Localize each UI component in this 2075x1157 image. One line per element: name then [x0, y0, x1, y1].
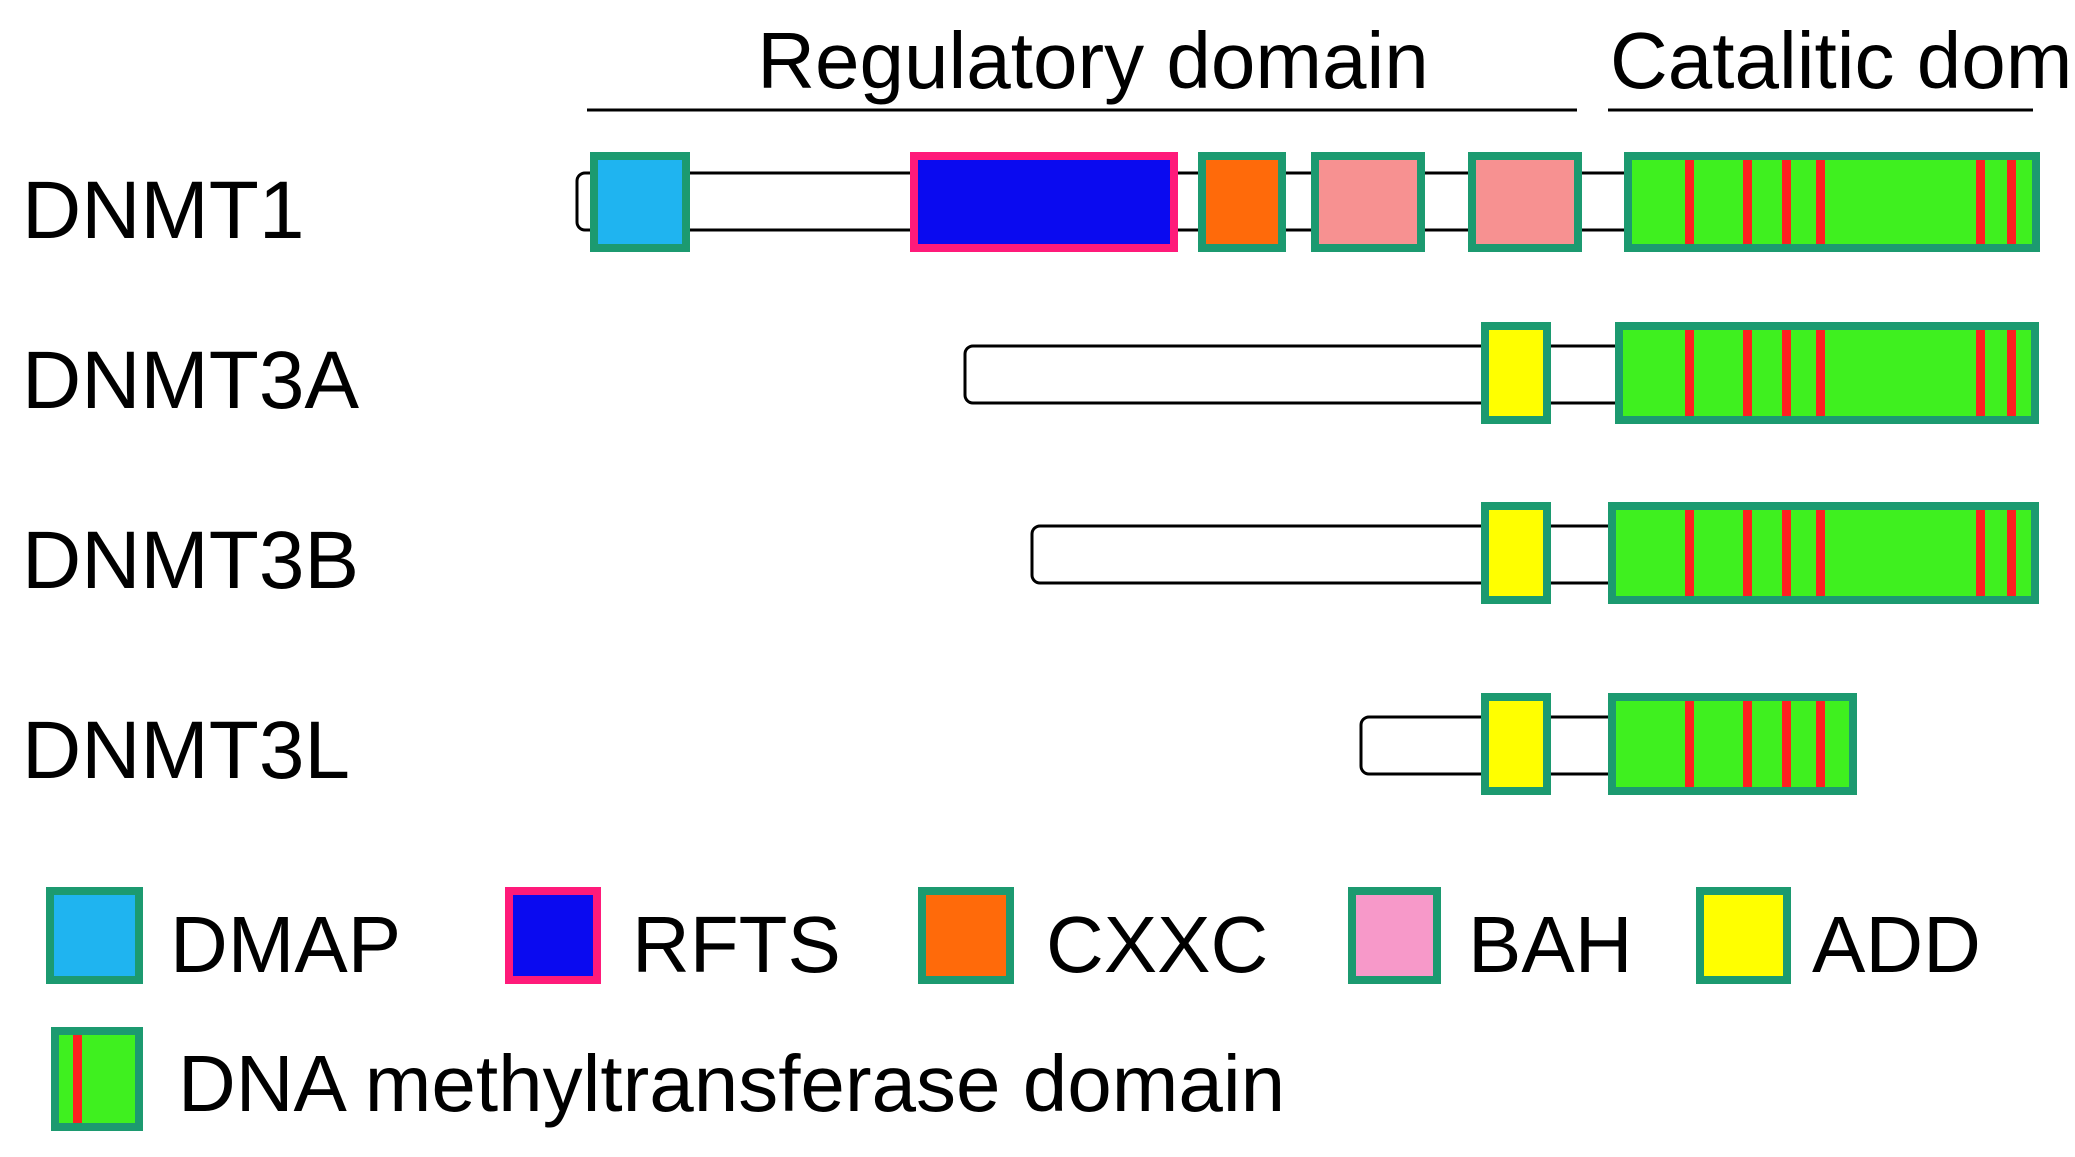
- motif-mark: [1976, 160, 1985, 244]
- add-domain: [1481, 502, 1551, 604]
- motif-mark: [1685, 160, 1694, 244]
- motif-mark: [1976, 510, 1985, 596]
- motif-mark: [2007, 160, 2016, 244]
- motif-mark: [1782, 330, 1791, 416]
- legend-label-bah: BAH: [1468, 900, 1633, 989]
- legend-swatch-cxxc: [918, 887, 1014, 984]
- catalytic-domain-label: Catalitic dom.: [1610, 16, 2075, 105]
- legend-label-cxxc: CXXC: [1046, 900, 1268, 989]
- protein-name: DNMT3L: [22, 705, 350, 796]
- legend-label-add: ADD: [1812, 900, 1981, 989]
- motif-mark: [1816, 510, 1825, 596]
- motif-mark: [1743, 510, 1752, 596]
- dna-methyltransferase-domain: [1624, 152, 2040, 252]
- motif-mark: [1743, 160, 1752, 244]
- legend-swatch-add: [1696, 887, 1791, 984]
- motif-mark: [1782, 160, 1791, 244]
- motif-mark: [1782, 701, 1791, 787]
- regulatory-domain-label: Regulatory domain: [757, 16, 1428, 105]
- motif-mark: [1816, 330, 1825, 416]
- add-domain: [1481, 693, 1551, 795]
- motif-mark: [1816, 701, 1825, 787]
- protein-row-dnmt3b: DNMT3B: [22, 502, 2039, 606]
- motif-mark: [1816, 160, 1825, 244]
- motif-mark: [2007, 330, 2016, 416]
- legend-swatch-dmap: [46, 887, 143, 984]
- dmap-domain: [590, 152, 690, 252]
- legend: DMAP RFTS CXXC BAH ADD DNA methyltransfe…: [46, 887, 1981, 1131]
- motif-mark: [1782, 510, 1791, 596]
- protein-row-dnmt3a: DNMT3A: [22, 322, 2039, 426]
- protein-row-dnmt1: DNMT1: [22, 152, 2040, 256]
- motif-mark: [1743, 701, 1752, 787]
- legend-motif-mark: [73, 1035, 82, 1123]
- bah-domain: [1311, 152, 1425, 252]
- motif-mark: [1685, 330, 1694, 416]
- legend-label-rfts: RFTS: [632, 900, 841, 989]
- motif-mark: [1976, 330, 1985, 416]
- add-domain: [1481, 322, 1551, 424]
- rfts-domain: [910, 152, 1178, 252]
- legend-label-dmap: DMAP: [170, 900, 401, 989]
- motif-mark: [1685, 701, 1694, 787]
- motif-mark: [2007, 510, 2016, 596]
- protein-name: DNMT1: [22, 165, 304, 256]
- protein-name: DNMT3A: [22, 335, 359, 426]
- dna-methyltransferase-domain: [1608, 693, 1857, 795]
- protein-row-dnmt3l: DNMT3L: [22, 693, 1857, 796]
- dna-methyltransferase-domain: [1615, 322, 2039, 424]
- motif-mark: [1743, 330, 1752, 416]
- protein-name: DNMT3B: [22, 515, 359, 606]
- motif-mark: [1685, 510, 1694, 596]
- legend-swatch-bah: [1348, 887, 1441, 984]
- cxxc-domain: [1198, 152, 1286, 252]
- legend-label-mtase: DNA methyltransferase domain: [178, 1039, 1285, 1128]
- legend-swatch-mtase: [51, 1027, 143, 1131]
- legend-swatch-mtase-box: [51, 1027, 143, 1131]
- bah-domain: [1468, 152, 1582, 252]
- legend-swatch-rfts: [505, 887, 601, 984]
